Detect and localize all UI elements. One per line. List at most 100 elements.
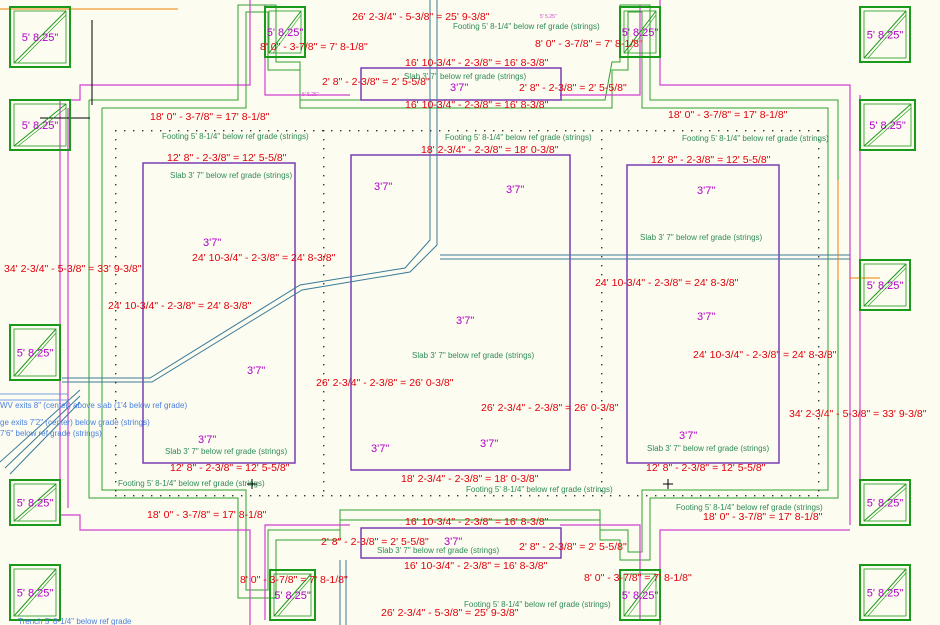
grid-dot xyxy=(601,409,603,411)
grid-dot xyxy=(115,364,117,366)
grid-dot xyxy=(529,130,531,132)
grid-dot xyxy=(323,175,325,177)
grid-dot xyxy=(592,130,594,132)
grid-dot xyxy=(214,130,216,132)
grid-dot xyxy=(601,184,603,186)
grid-dot xyxy=(601,301,603,303)
grid-dot xyxy=(601,400,603,402)
grid-dot xyxy=(115,382,117,384)
pier-label-10: 5' 8.25" xyxy=(867,498,904,510)
grid-dot xyxy=(323,130,325,132)
grid-dot xyxy=(241,495,243,497)
pier-inner-12 xyxy=(863,568,907,617)
grid-dot xyxy=(520,495,522,497)
trench-note: Trench 5' 8-1/4" below ref grade xyxy=(18,617,132,625)
grid-dot xyxy=(664,495,666,497)
grid-dot xyxy=(133,495,135,497)
reference-lines xyxy=(0,8,880,280)
grid-dot xyxy=(818,148,820,150)
grid-dot xyxy=(349,495,351,497)
pier-7 xyxy=(859,259,911,311)
pier-label-11: 5' 8.25" xyxy=(17,588,54,600)
grid-dot xyxy=(115,445,117,447)
grid-dot xyxy=(196,495,198,497)
pier-diagonal-4 xyxy=(863,10,907,59)
pier-label-14: 5' 8.25" xyxy=(622,590,659,602)
grid-dot xyxy=(556,130,558,132)
grid-dot xyxy=(601,481,603,483)
pier-label-8: 5' 8.25" xyxy=(17,348,54,360)
grid-dot xyxy=(818,409,820,411)
grid-dot xyxy=(673,495,675,497)
grid-dot xyxy=(331,130,333,132)
grid-dot xyxy=(818,445,820,447)
grid-dot xyxy=(232,495,234,497)
grid-dot xyxy=(277,495,279,497)
grid-dot xyxy=(323,229,325,231)
grid-dot xyxy=(601,229,603,231)
grid-dot xyxy=(547,495,549,497)
grid-dot xyxy=(818,337,820,339)
grid-dot xyxy=(115,139,117,141)
grid-dot xyxy=(115,427,117,429)
grid-dot xyxy=(610,495,612,497)
grid-dot xyxy=(601,373,603,375)
grid-dot xyxy=(268,495,270,497)
grid-dot xyxy=(547,130,549,132)
grid-dot xyxy=(601,202,603,204)
grid-dot xyxy=(772,130,774,132)
pier-10 xyxy=(859,479,911,526)
grid-dot xyxy=(115,337,117,339)
grid-dot xyxy=(323,373,325,375)
grid-dot xyxy=(115,328,117,330)
grid-dot xyxy=(601,148,603,150)
pier-label-12: 5' 8.25" xyxy=(867,588,904,600)
grid-dot xyxy=(818,220,820,222)
grid-dot xyxy=(808,130,810,132)
dim-center-left: 26' 2-3/4" - 2-3/8" = 26' 0-3/8" xyxy=(316,377,454,389)
grid-dot xyxy=(574,130,576,132)
grid-dot xyxy=(115,409,117,411)
slab-top-label: Slab 3' 7" below ref grade (strings) xyxy=(404,72,527,81)
grid-dot xyxy=(646,495,648,497)
grid-dot xyxy=(115,301,117,303)
dim-top-wing-left: 8' 0" - 3-7/8" = 7' 8-1/8" xyxy=(260,41,368,53)
dim-right-slab-bottom: 12' 8" - 2-3/8" = 12' 5-5/8" xyxy=(646,462,766,474)
dim-right-18: 18' 0" - 3-7/8" = 17' 8-1/8" xyxy=(668,109,788,121)
grid-dot xyxy=(268,130,270,132)
grid-dot xyxy=(619,495,621,497)
dim-bot-span: 26' 2-3/4" - 5-3/8" = 25' 9-3/8" xyxy=(381,607,519,619)
grid-dot xyxy=(754,495,756,497)
pier-diagonal-6 xyxy=(863,103,912,147)
dim-top-wing-right: 8' 0" - 3-7/8" = 7' 8-1/8" xyxy=(535,38,643,50)
grid-dot xyxy=(241,130,243,132)
slab-center xyxy=(350,154,571,471)
grid-dot xyxy=(817,130,819,132)
grid-dot xyxy=(818,391,820,393)
pier-diagonal-5 xyxy=(13,103,67,147)
grid-dot xyxy=(214,495,216,497)
pier-4 xyxy=(859,6,911,63)
grid-dot xyxy=(259,495,261,497)
grid-dot xyxy=(295,130,297,132)
grid-dot xyxy=(808,495,810,497)
grid-dot xyxy=(466,130,468,132)
grid-dot xyxy=(799,495,801,497)
pier-inner-14 xyxy=(623,573,657,617)
grid-dot xyxy=(323,202,325,204)
grid-dot xyxy=(619,130,621,132)
grid-dot xyxy=(475,495,477,497)
dim-bot-wing-right: 8' 0" - 3-7/8" = 7' 8-1/8" xyxy=(584,572,692,584)
grid-dot xyxy=(601,355,603,357)
footing-center-bottom: Footing 5' 8-1/4" below ref grade (strin… xyxy=(466,485,613,494)
grid-dot xyxy=(115,292,117,294)
pier-diagonal-13 xyxy=(273,573,312,617)
grid-dot xyxy=(115,283,117,285)
grid-dot xyxy=(818,418,820,420)
grid-dot xyxy=(142,130,144,132)
grid-dot xyxy=(323,481,325,483)
footing-outline xyxy=(88,4,839,599)
grid-dot xyxy=(818,274,820,276)
grid-dot xyxy=(323,418,325,420)
